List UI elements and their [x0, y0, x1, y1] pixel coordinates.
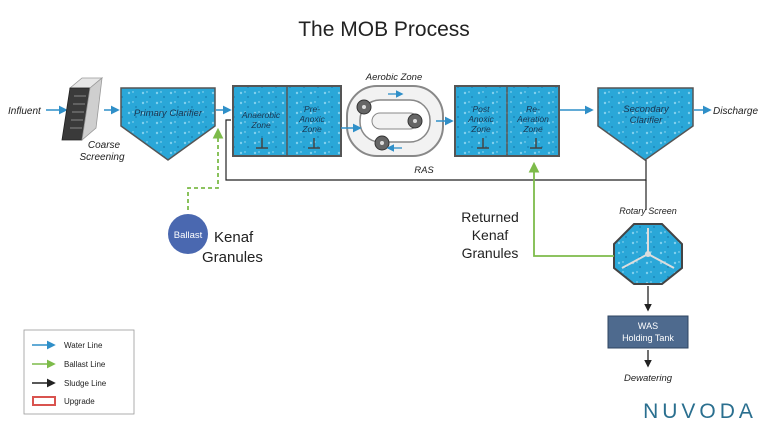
secondary-clarifier-label-2: Clarifier — [630, 115, 664, 126]
ras-line — [225, 119, 647, 181]
aerobic-zone-label: Aerobic Zone — [365, 72, 423, 83]
returned-kenaf-label-3: Granules — [462, 245, 519, 261]
rotary-screen-label: Rotary Screen — [619, 206, 677, 216]
mixer-icon — [256, 138, 320, 149]
discharge-label: Discharge — [713, 106, 758, 117]
coarse-screen-icon — [61, 77, 104, 142]
legend — [23, 329, 135, 415]
ras-label: RAS — [414, 165, 434, 176]
coarse-screening-label-1: Coarse — [88, 140, 121, 151]
legend-upgrade: Upgrade — [64, 397, 95, 406]
mixer-icon — [477, 138, 542, 149]
returned-kenaf-label-2: Kenaf — [472, 227, 509, 243]
anaerobic-zone-label-2: Zone — [250, 120, 271, 130]
returned-kenaf-line — [528, 161, 614, 257]
kenaf-label-1: Kenaf — [214, 229, 254, 246]
nuvoda-logo: NUVODA — [643, 400, 757, 423]
primary-clarifier-tank — [120, 87, 216, 161]
post-anoxic-label-3: Zone — [470, 124, 491, 134]
dewatering-label: Dewatering — [624, 373, 673, 384]
was-label-2: Holding Tank — [622, 333, 674, 343]
secondary-clarifier-tank — [597, 87, 694, 161]
reaeration-label-1: Re- — [526, 104, 540, 114]
rotary-screen-icon — [613, 223, 683, 285]
post-anoxic-label-2: Anoxic — [467, 114, 494, 124]
aerobic-flow-arrows — [386, 90, 404, 152]
legend-sludge-line: Sludge Line — [64, 379, 107, 388]
reaeration-label-3: Zone — [522, 124, 543, 134]
aerator-icon — [356, 99, 423, 151]
ballast-label: Ballast — [174, 230, 203, 241]
coarse-screening-label-2: Screening — [79, 152, 124, 163]
reaeration-label-2: Aeration — [516, 114, 549, 124]
returned-kenaf-label-1: Returned — [461, 209, 519, 225]
primary-clarifier-label: Primary Clarifier — [134, 108, 203, 119]
aerobic-zone-basin — [346, 85, 444, 157]
secondary-clarifier-label-1: Secondary — [623, 104, 670, 115]
was-label-1: WAS — [638, 321, 658, 331]
pre-anoxic-label-3: Zone — [301, 124, 322, 134]
legend-water-line: Water Line — [64, 341, 103, 350]
legend-ballast-line: Ballast Line — [64, 360, 106, 369]
kenaf-label-2: Granules — [202, 249, 263, 266]
postanoxic-reaeration-basin — [454, 85, 560, 157]
anaerobic-preanoxic-basin — [232, 85, 342, 157]
anaerobic-zone-label-1: Anaerobic — [241, 110, 281, 120]
pre-anoxic-label-2: Anoxic — [298, 114, 325, 124]
influent-label: Influent — [8, 106, 42, 117]
ballast-line — [187, 127, 224, 210]
pre-anoxic-label-1: Pre- — [304, 104, 320, 114]
was-holding-tank — [607, 315, 689, 349]
page-title: The MOB Process — [298, 18, 470, 41]
post-anoxic-label-1: Post — [472, 104, 490, 114]
ballast-circle — [168, 214, 208, 254]
